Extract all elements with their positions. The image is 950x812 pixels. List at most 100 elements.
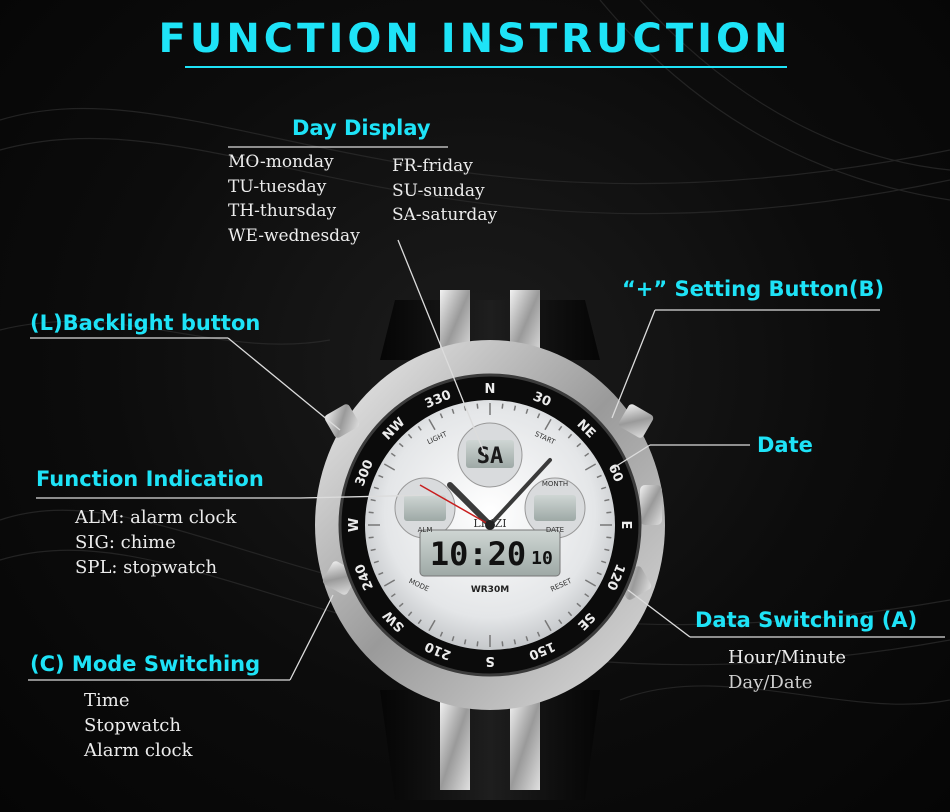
day-item: TH-thursday [228,201,337,221]
data-switching-item: Hour/Minute [728,647,847,668]
second-hand [419,484,491,526]
day-item: FR-friday [392,156,473,176]
dial-tick [536,631,541,637]
dial-tick [558,425,563,431]
dial-alm-label: ALM [418,526,433,534]
minute-hand [488,458,552,527]
dial-tick [463,639,467,645]
date-heading: Date [757,433,813,457]
dial-tick [596,571,602,576]
dial-tick [373,486,379,490]
function-item: ALM: alarm clock [75,507,237,528]
day-display-right-list: FR-friday SU-sunday SA-saturday [392,154,497,228]
dial-tick [604,498,610,502]
dial-tick [604,548,610,552]
dial-tick [390,452,396,457]
data-switching-item: Day/Date [728,672,813,693]
bezel-label: 60 [605,462,626,484]
dial-tick [383,463,396,471]
main-lcd-time: 10:20 [430,535,526,573]
dial-tick [501,403,504,409]
mode-switching-heading: (C) Mode Switching [30,652,261,676]
water-resist-label: WR30M [471,585,509,595]
dial-tick [501,641,504,647]
dial-tick [601,486,607,490]
title-underline [185,66,787,68]
dial-tick [439,631,444,637]
dial-tick [398,442,404,448]
dial-tick [576,442,582,448]
dial-tick [476,403,479,409]
bezel-label: 30 [531,389,553,410]
dial-tick [601,560,607,564]
main-lcd-seconds: 10 [531,548,553,569]
dial-tick [525,636,529,642]
dial-tick [513,639,517,645]
dial-tick [567,433,573,439]
bezel-label: W [347,518,362,532]
day-display-heading: Day Display [292,116,431,140]
dial-tick [370,548,376,552]
dial-tick [398,602,404,608]
dial-tick [584,452,590,457]
function-item: SPL: stopwatch [75,557,218,578]
dial-tick [370,498,376,502]
dial-tick [417,425,422,431]
dial-tick [378,474,384,479]
setting-pusher [618,404,654,438]
top-lcd-text: SA [477,444,504,469]
bezel-label: E [618,521,633,530]
dial-tick [606,536,612,539]
backlight-pusher [324,404,360,438]
function-indication-list: ALM: alarm clock SIG: chime SPL: stopwat… [75,505,236,580]
bottom-strap [380,690,600,800]
dial-tick [606,511,612,514]
dial-tick [596,474,602,479]
hour-hand [447,482,493,528]
dial-tick [544,619,552,632]
bezel-label: N [485,382,496,397]
dial-tick [439,413,444,419]
day-item: WE-wednesday [228,225,360,246]
dial-tick [451,636,455,642]
dial-tick [383,579,396,587]
dial-tick [536,413,541,419]
bezel-label: S [485,653,494,668]
dial-tick [417,619,422,625]
data-switching-heading: Data Switching (A) [695,608,918,632]
dial-tick [407,611,413,617]
top-strap [380,300,600,360]
day-item: SU-sunday [392,180,485,201]
dial-tick [428,418,436,431]
setting-button-heading: “+” Setting Button(B) [622,277,885,301]
function-indication-heading: Function Indication [36,467,264,491]
day-item: MO-monday [228,152,334,172]
dial-tick [558,619,563,625]
day-item: SA-saturday [392,205,498,225]
dial-tick [584,463,597,471]
dial-tick [378,571,384,576]
crown [640,485,662,525]
dial-tick [368,511,374,514]
dial-tick [390,593,396,598]
dial-tick [584,579,597,587]
dial-tick [476,641,479,647]
day-item: TU-tuesday [228,176,327,197]
dial-tick [544,418,552,431]
day-display-left-list: MO-monday TU-tuesday TH-thursday WE-wedn… [228,150,360,248]
dial-tick [368,536,374,539]
data-switching-list: Hour/Minute Day/Date [728,645,846,695]
dial-tick [373,560,379,564]
dial-month-label: MONTH [542,480,568,488]
mode-item: Stopwatch [84,715,181,736]
dial-tick [407,433,413,439]
dial-tick [576,602,582,608]
dial-tick [567,611,573,617]
mode-switching-list: Time Stopwatch Alarm clock [84,688,193,763]
dial-tick [525,408,529,414]
backlight-button-heading: (L)Backlight button [30,311,261,335]
dial-tick [451,408,455,414]
dial-date-label: DATE [546,526,564,534]
dial-tick [584,593,590,598]
